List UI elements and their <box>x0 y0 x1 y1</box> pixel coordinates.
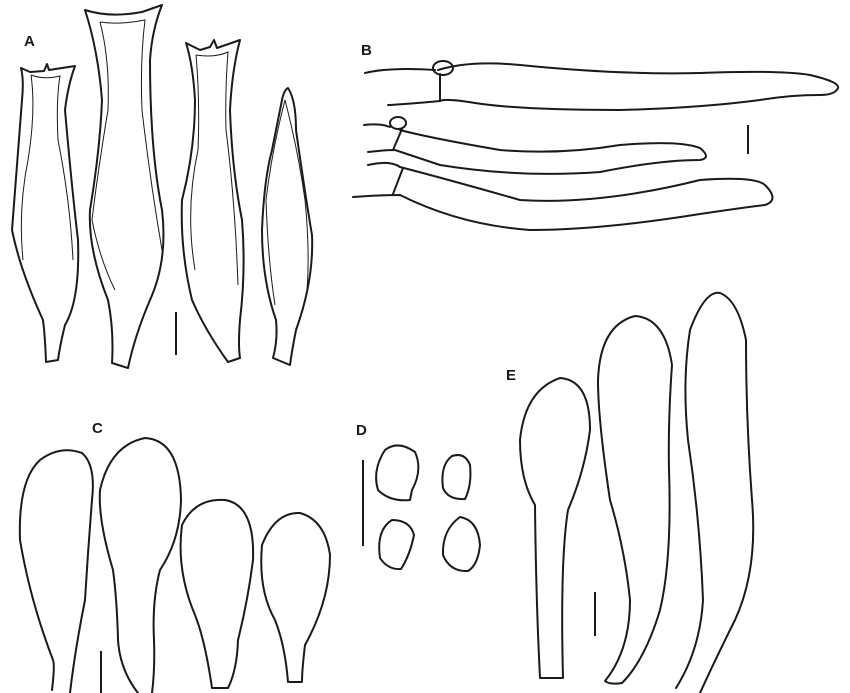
cystidium-a2 <box>84 4 165 369</box>
spore-d4 <box>441 516 481 573</box>
clavate-cell-c2 <box>98 437 182 693</box>
panel-label-b: B <box>361 42 372 59</box>
hypha-b3 <box>352 161 774 231</box>
spore-d1 <box>375 444 420 502</box>
clavate-cell-e1 <box>519 377 591 679</box>
panel-e <box>519 291 755 693</box>
panel-c <box>18 437 331 693</box>
clavate-cell-c4 <box>260 511 331 683</box>
panel-label-d: D <box>356 422 367 439</box>
panel-a <box>11 4 314 369</box>
clavate-cell-c1 <box>18 449 94 693</box>
spore-d2 <box>441 454 472 501</box>
hypha-b2 <box>363 116 707 175</box>
panel-label-a: A <box>24 33 35 50</box>
cystidium-a3 <box>180 39 245 363</box>
panel-d <box>362 444 481 573</box>
cystidium-a1 <box>11 63 80 363</box>
panel-label-c: C <box>92 420 103 437</box>
clavate-cell-c3 <box>179 498 255 689</box>
panel-b <box>352 60 840 231</box>
hypha-b1 <box>364 60 840 111</box>
spore-d3 <box>378 519 415 571</box>
cystidium-a4 <box>261 87 314 366</box>
clavate-cell-e3 <box>675 291 755 693</box>
clavate-cell-e2 <box>597 315 673 685</box>
panel-label-e: E <box>506 367 517 384</box>
